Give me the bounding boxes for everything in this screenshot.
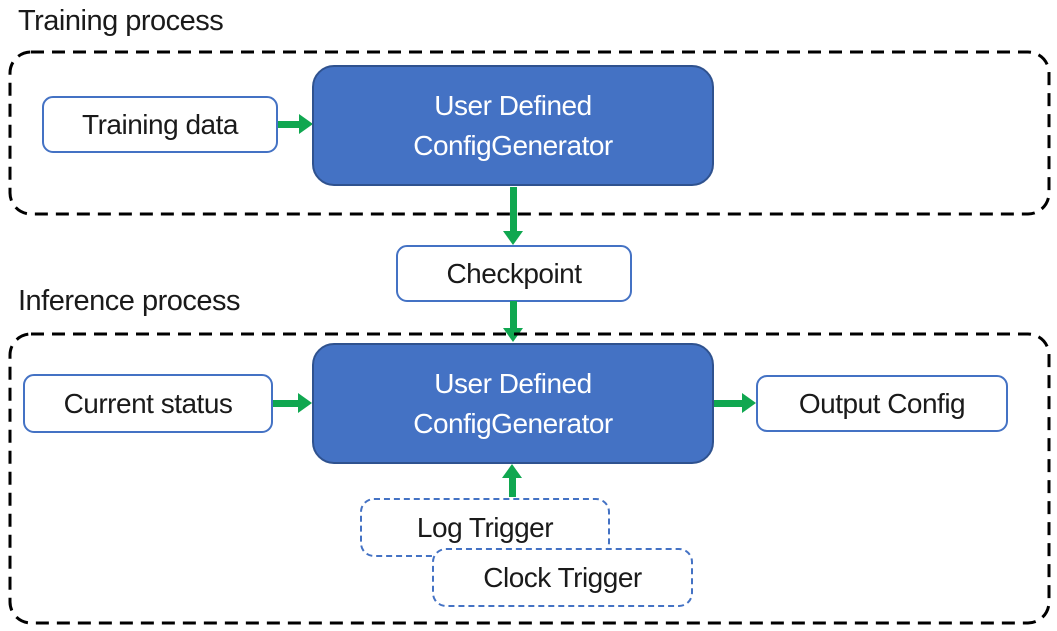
arrowhead-down-icon bbox=[503, 328, 523, 342]
generator-label-line2: ConfigGenerator bbox=[413, 129, 613, 161]
inference-process-container bbox=[8, 332, 1051, 625]
arrow-shaft bbox=[509, 187, 517, 231]
checkpoint-box: Checkpoint bbox=[396, 245, 632, 302]
training-process-label: Training process bbox=[18, 5, 224, 37]
inference-process-label: Inference process bbox=[18, 285, 241, 317]
arrow-current-status-to-generator bbox=[273, 393, 312, 413]
log-trigger-box: Log Trigger bbox=[360, 498, 610, 557]
generator-label-line1: User Defined bbox=[434, 89, 592, 121]
arrow-triggers-to-generator bbox=[502, 464, 522, 497]
current-status-box: Current status bbox=[23, 374, 273, 433]
arrow-shaft bbox=[509, 301, 517, 328]
clock-trigger-label: Clock Trigger bbox=[483, 561, 642, 593]
arrowhead-up-icon bbox=[502, 464, 522, 478]
arrowhead-right-icon bbox=[742, 393, 756, 413]
arrow-training-data-to-generator bbox=[278, 114, 313, 134]
inference-config-generator-box: User Defined ConfigGenerator bbox=[312, 343, 714, 464]
arrow-checkpoint-to-inference-generator bbox=[503, 301, 523, 342]
clock-trigger-box: Clock Trigger bbox=[432, 548, 693, 607]
current-status-label: Current status bbox=[63, 387, 233, 419]
arrowhead-right-icon bbox=[298, 393, 312, 413]
arrow-generator-to-output-config bbox=[714, 393, 756, 413]
arrow-generator-to-checkpoint bbox=[503, 187, 523, 245]
output-config-label: Output Config bbox=[798, 387, 966, 419]
training-data-label: Training data bbox=[82, 108, 238, 140]
training-data-box: Training data bbox=[42, 96, 278, 153]
training-process-container bbox=[8, 50, 1051, 216]
generator-label-line1: User Defined bbox=[434, 367, 592, 399]
checkpoint-label: Checkpoint bbox=[446, 257, 582, 289]
arrow-shaft bbox=[714, 399, 742, 407]
output-config-box: Output Config bbox=[756, 375, 1008, 432]
log-trigger-label: Log Trigger bbox=[416, 511, 554, 543]
arrowhead-right-icon bbox=[299, 114, 313, 134]
generator-label-line2: ConfigGenerator bbox=[413, 407, 613, 439]
arrowhead-down-icon bbox=[503, 231, 523, 245]
arrow-shaft bbox=[273, 399, 298, 407]
arrow-shaft bbox=[508, 478, 516, 497]
training-config-generator-box: User Defined ConfigGenerator bbox=[312, 65, 714, 186]
arrow-shaft bbox=[278, 120, 299, 128]
